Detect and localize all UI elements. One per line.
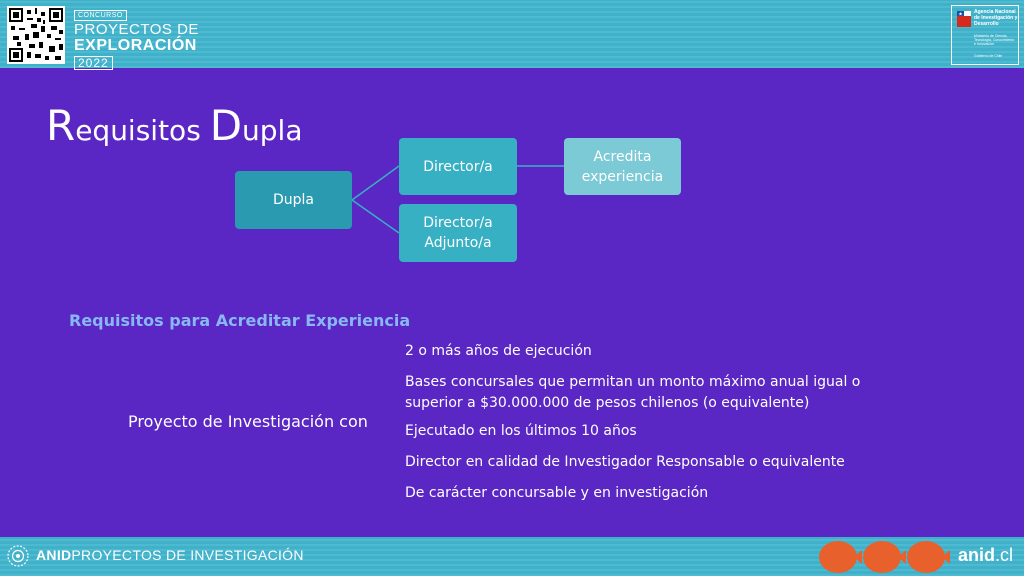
requirements-lead: Proyecto de Investigación con	[128, 412, 368, 431]
agency-logo: Agencia Nacional de Investigación y Desa…	[951, 5, 1019, 65]
header-bar	[0, 0, 1024, 68]
requirement-item: Director en calidad de Investigador Resp…	[405, 454, 845, 470]
agency-name: Agencia Nacional de Investigación y Desa…	[974, 9, 1018, 27]
diagram-node-acredita: Acredita experiencia	[564, 138, 681, 195]
fish-icon	[819, 541, 862, 573]
contest-tag: CONCURSO	[74, 10, 127, 21]
page-title: Requisitos Dupla	[46, 101, 303, 150]
contest-line1: PROYECTOS DE	[74, 21, 199, 38]
agency-ministry: Ministerio de Ciencia, Tecnología, Conoc…	[974, 34, 1015, 46]
agency-gov: Gobierno de Chile	[974, 54, 1003, 58]
contest-line2: EXPLORACIÓN	[74, 37, 197, 54]
contest-brand: CONCURSO PROYECTOS DE EXPLORACIÓN 2022	[74, 4, 199, 72]
anid-emblem-icon	[7, 545, 29, 567]
section-subheading: Requisitos para Acreditar Experiencia	[69, 311, 411, 330]
chile-shield-icon	[957, 11, 971, 27]
fish-icon	[907, 541, 950, 573]
requirement-item: De carácter concursable y en investigaci…	[405, 485, 709, 501]
contest-year: 2022	[74, 56, 113, 70]
diagram-node-director: Director/a	[399, 138, 517, 195]
qr-code	[7, 6, 65, 64]
requirement-item: Bases concursales que permitan un monto …	[405, 374, 861, 411]
fish-icon	[863, 541, 906, 573]
diagram-node-dupla: Dupla	[235, 171, 352, 229]
site-url[interactable]: anid.cl	[958, 545, 1014, 565]
requirement-item: 2 o más años de ejecución	[405, 343, 592, 359]
diagram-node-adjunto: Director/a Adjunto/a	[399, 204, 517, 262]
footer-brand: ANIDPROYECTOS DE INVESTIGACIÓN	[36, 547, 304, 563]
requirement-item: Ejecutado en los últimos 10 años	[405, 423, 637, 439]
